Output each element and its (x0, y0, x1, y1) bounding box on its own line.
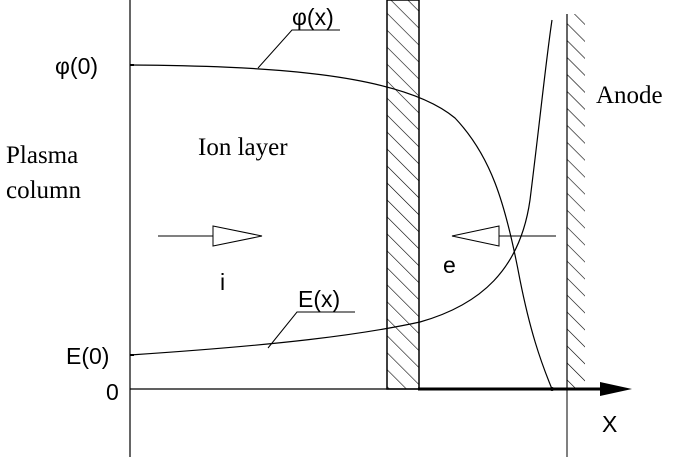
plasma-label-line1: Plasma (6, 142, 78, 169)
zero-label: 0 (106, 379, 119, 405)
curve-end-dot (550, 387, 554, 391)
x-axis-label: X (602, 411, 617, 437)
e-x-label: E(x) (298, 286, 340, 312)
hatched-anode (567, 14, 585, 389)
ion-arrow (158, 225, 263, 247)
electron-symbol-label: e (443, 252, 456, 278)
x-axis-arrowhead (600, 382, 632, 396)
plasma-label-line2: column (6, 177, 81, 204)
ion-symbol-label: i (220, 269, 225, 295)
phi-curve (129, 64, 553, 390)
e-0-label: E(0) (66, 343, 109, 369)
phi-0-label: φ(0) (55, 53, 98, 79)
e-leader (267, 311, 355, 349)
electron-arrow (451, 225, 556, 247)
phi-x-label: φ(x) (292, 4, 334, 30)
ion-layer-label: Ion layer (198, 134, 288, 161)
anode-label: Anode (596, 82, 663, 109)
e-field-curve (129, 19, 553, 356)
phi-leader (257, 29, 340, 69)
hatched-wall-left (386, 0, 420, 390)
